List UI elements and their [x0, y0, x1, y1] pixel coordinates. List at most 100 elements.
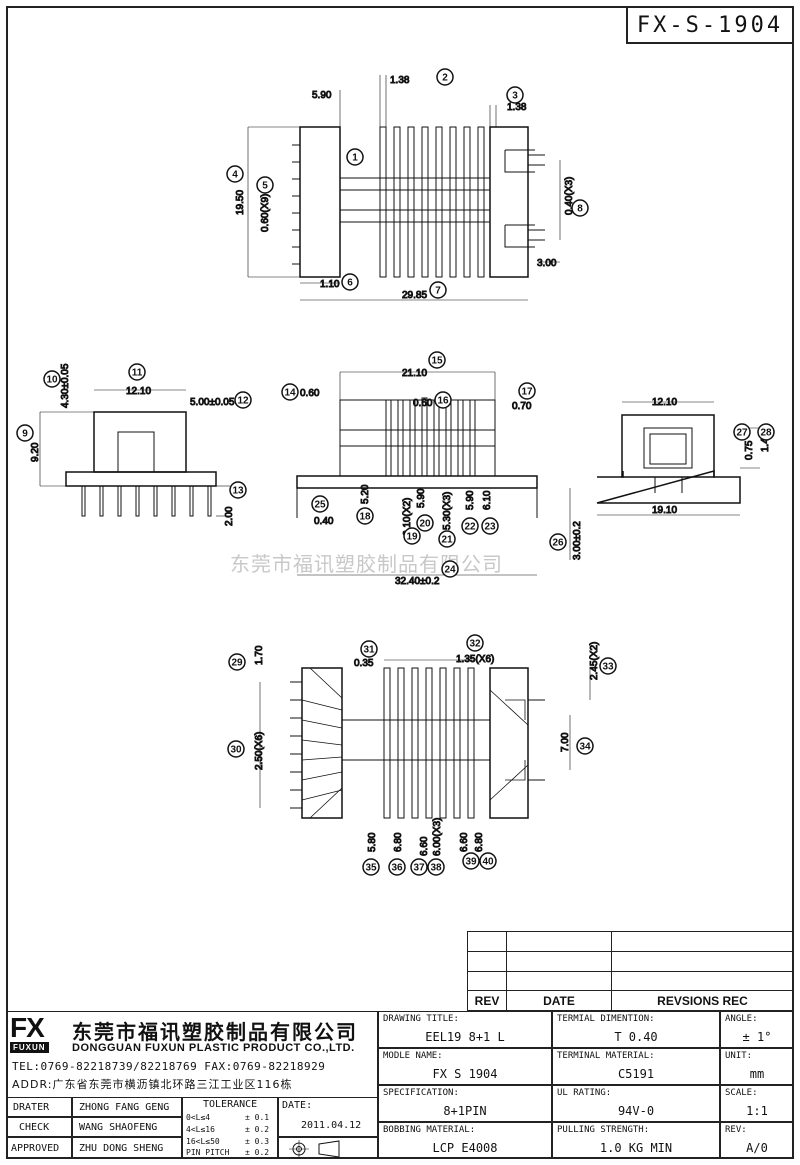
dim-bot-a: 1.70: [254, 645, 265, 665]
callout-5: 5: [256, 176, 274, 194]
callout-16: 16: [434, 391, 452, 409]
title-block: DRATER ZHONG FANG GENG CHECK WANG SHAOFE…: [6, 1011, 794, 1159]
tolerance-table: TOLERANCE 0<L≤4 ± 0.1 4<L≤16 ± 0.2 16<L≤…: [182, 1097, 278, 1159]
dim-left-c: 4.30±0.05: [60, 363, 71, 408]
dim-bot-i: 6.60: [419, 836, 430, 856]
dim-right-b: 19.10: [652, 505, 677, 516]
callout-6: 6: [341, 273, 359, 291]
revision-rec-header: REVSIONS REC: [611, 990, 794, 1011]
callout-21: 21: [438, 530, 456, 548]
unit-label: UNIT:: [725, 1051, 753, 1061]
left-side-view: [39, 389, 230, 517]
terminal-material: C5191: [617, 1067, 655, 1081]
scale-label: SCALE:: [725, 1088, 758, 1098]
svg-text:8: 8: [577, 204, 583, 215]
callout-10: 10: [43, 370, 61, 388]
svg-text:27: 27: [736, 428, 748, 439]
svg-text:25: 25: [314, 500, 326, 511]
dim-mid-l: 3.00±0.2: [572, 521, 583, 560]
dim-top-4: 19.50: [235, 190, 246, 215]
terminal-material-label: TERMINAL MATERIAL:: [557, 1051, 655, 1061]
left-body: [93, 411, 187, 473]
left-pins: [81, 485, 212, 517]
dim-bot-b: 0.35: [354, 658, 374, 669]
callout-13: 13: [229, 481, 247, 499]
dim-top-5: 0.60(X9): [260, 194, 271, 232]
rev-header: REV: [467, 990, 507, 1011]
svg-text:15: 15: [431, 356, 443, 367]
dim-bot-e: 2.50(X6): [254, 732, 265, 770]
check-cell: WANG SHAOFENG: [72, 1117, 182, 1137]
top-left-pins: [292, 144, 300, 265]
front-base: [296, 475, 538, 489]
callout-1: 1: [346, 148, 364, 166]
spec-label: SPECIFICATION:: [383, 1088, 459, 1098]
bottom-fins: [383, 667, 475, 819]
svg-text:28: 28: [760, 428, 772, 439]
dim-mid-m: 32.40±0.2: [395, 576, 440, 587]
rev-cell: REV:A/0: [720, 1122, 794, 1159]
svg-text:9: 9: [22, 429, 28, 440]
callout-31: 31: [360, 640, 378, 658]
drawing-number: FX-S-1904: [626, 6, 794, 44]
callout-22: 22: [461, 517, 479, 535]
model-name: FX S 1904: [432, 1067, 498, 1081]
svg-text:31: 31: [363, 645, 375, 656]
svg-text:40: 40: [482, 857, 494, 868]
tol1-range: 0<L≤4: [186, 1113, 211, 1122]
tol3-value: ± 0.3: [245, 1137, 270, 1146]
svg-text:37: 37: [413, 863, 425, 874]
svg-text:38: 38: [430, 863, 442, 874]
terminal-dim: T 0.40: [614, 1030, 658, 1044]
dim-bot-f: 7.00: [560, 732, 571, 752]
bottom-view: [259, 659, 591, 819]
dim-bot-g: 5.80: [367, 832, 378, 852]
angle-value: ± 1°: [742, 1030, 772, 1044]
top-fins: [379, 126, 485, 278]
callout-7: 7: [429, 281, 447, 299]
svg-text:26: 26: [552, 538, 564, 549]
dim-left-d: 9.20: [30, 442, 41, 462]
dim-mid-a: 21.10: [402, 368, 427, 379]
dim-bot-l: 6.80: [474, 832, 485, 852]
callout-37: 37: [410, 858, 428, 876]
date-cell: DATE: 2011.04.12: [278, 1097, 378, 1137]
bottom-right-flange: [489, 667, 529, 819]
tol4-value: ± 0.2: [245, 1148, 270, 1157]
svg-text:39: 39: [465, 857, 477, 868]
tol3-range: 16<L≤50: [186, 1137, 220, 1146]
right-window-outer: [643, 427, 693, 469]
svg-text:21: 21: [441, 535, 453, 546]
svg-text:18: 18: [359, 512, 371, 523]
callout-28: 28: [757, 423, 775, 441]
check-name: WANG SHAOFENG: [79, 1122, 158, 1133]
callout-25: 25: [311, 495, 329, 513]
dim-top-3: 1.38: [507, 102, 527, 113]
revision-table: REV DATE REVSIONS REC: [467, 931, 794, 1011]
svg-text:20: 20: [419, 519, 431, 530]
bottom-left-flange: [301, 667, 343, 819]
drater-label-cell: DRATER: [6, 1097, 72, 1117]
callout-12: 12: [234, 391, 252, 409]
logo-mark: FX: [10, 1012, 45, 1043]
check-label-cell: CHECK: [6, 1117, 72, 1137]
top-core: [339, 177, 491, 223]
tol2-value: ± 0.2: [245, 1125, 270, 1134]
tol4-range: PIN PITCH: [186, 1148, 230, 1157]
svg-text:16: 16: [437, 396, 449, 407]
front-view: [296, 371, 571, 576]
bottom-core: [341, 719, 491, 761]
left-base: [65, 471, 217, 487]
model-cell: MODLE NAME:FX S 1904: [378, 1048, 552, 1085]
right-window-inner: [649, 433, 687, 465]
front-core: [339, 429, 496, 447]
svg-text:11: 11: [132, 368, 143, 379]
drater-label: DRATER: [13, 1102, 50, 1113]
callout-38: 38: [427, 858, 445, 876]
callout-27: 27: [733, 423, 751, 441]
svg-text:34: 34: [579, 742, 591, 753]
company-logo: FX FUXUN: [10, 1014, 49, 1053]
drater-name: ZHONG FANG GENG: [79, 1102, 170, 1113]
pulling-strength-label: PULLING STRENGTH:: [557, 1125, 650, 1135]
right-end-view: [596, 401, 760, 516]
